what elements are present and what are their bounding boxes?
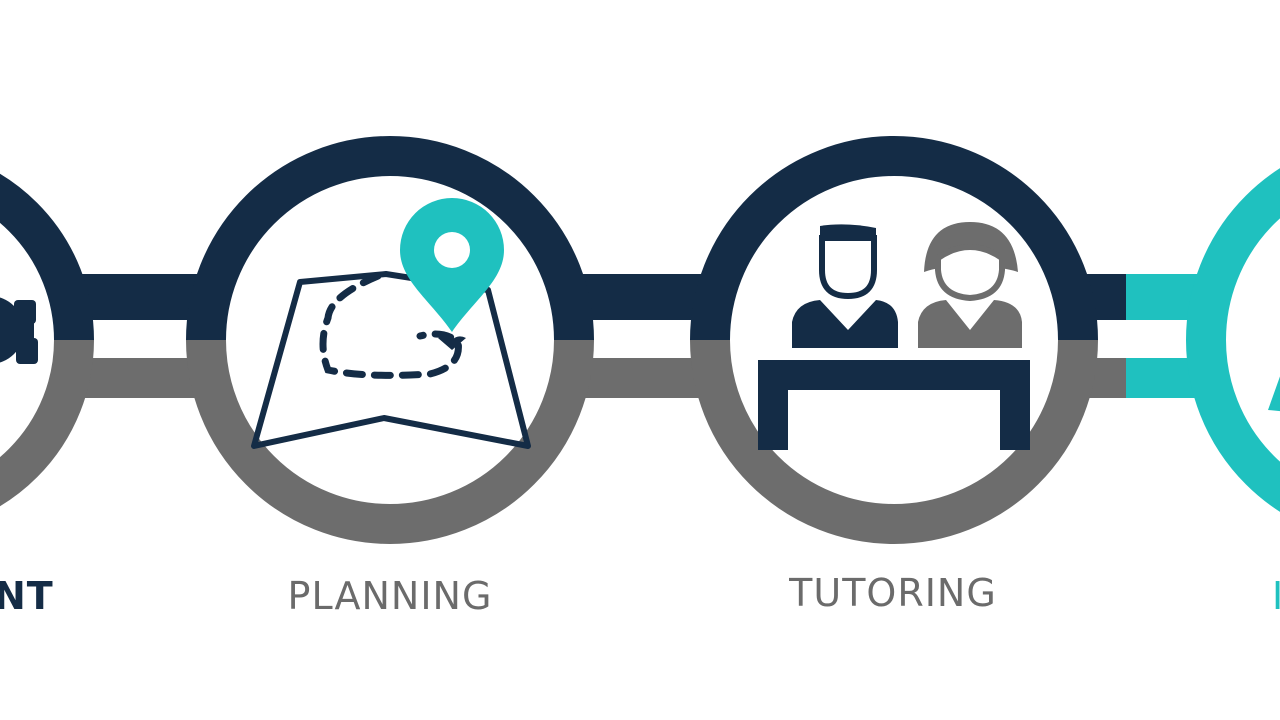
partial-icon [1268,376,1280,412]
step-labels: NT PLANNING TUTORING I [0,571,1280,618]
step-label-2: PLANNING [288,574,493,618]
step-label-1: NT [0,574,54,618]
tutor-and-student-at-desk-icon [758,222,1030,450]
gear-icon [0,297,38,364]
step-ring-2 [186,136,594,544]
step-label-4: I [1272,574,1280,618]
map-with-pin-icon [251,198,531,449]
step-ring-1 [0,173,94,507]
step-ring-3 [690,136,1098,544]
step-ring-4 [1186,168,1280,512]
step-label-3: TUTORING [788,571,997,615]
